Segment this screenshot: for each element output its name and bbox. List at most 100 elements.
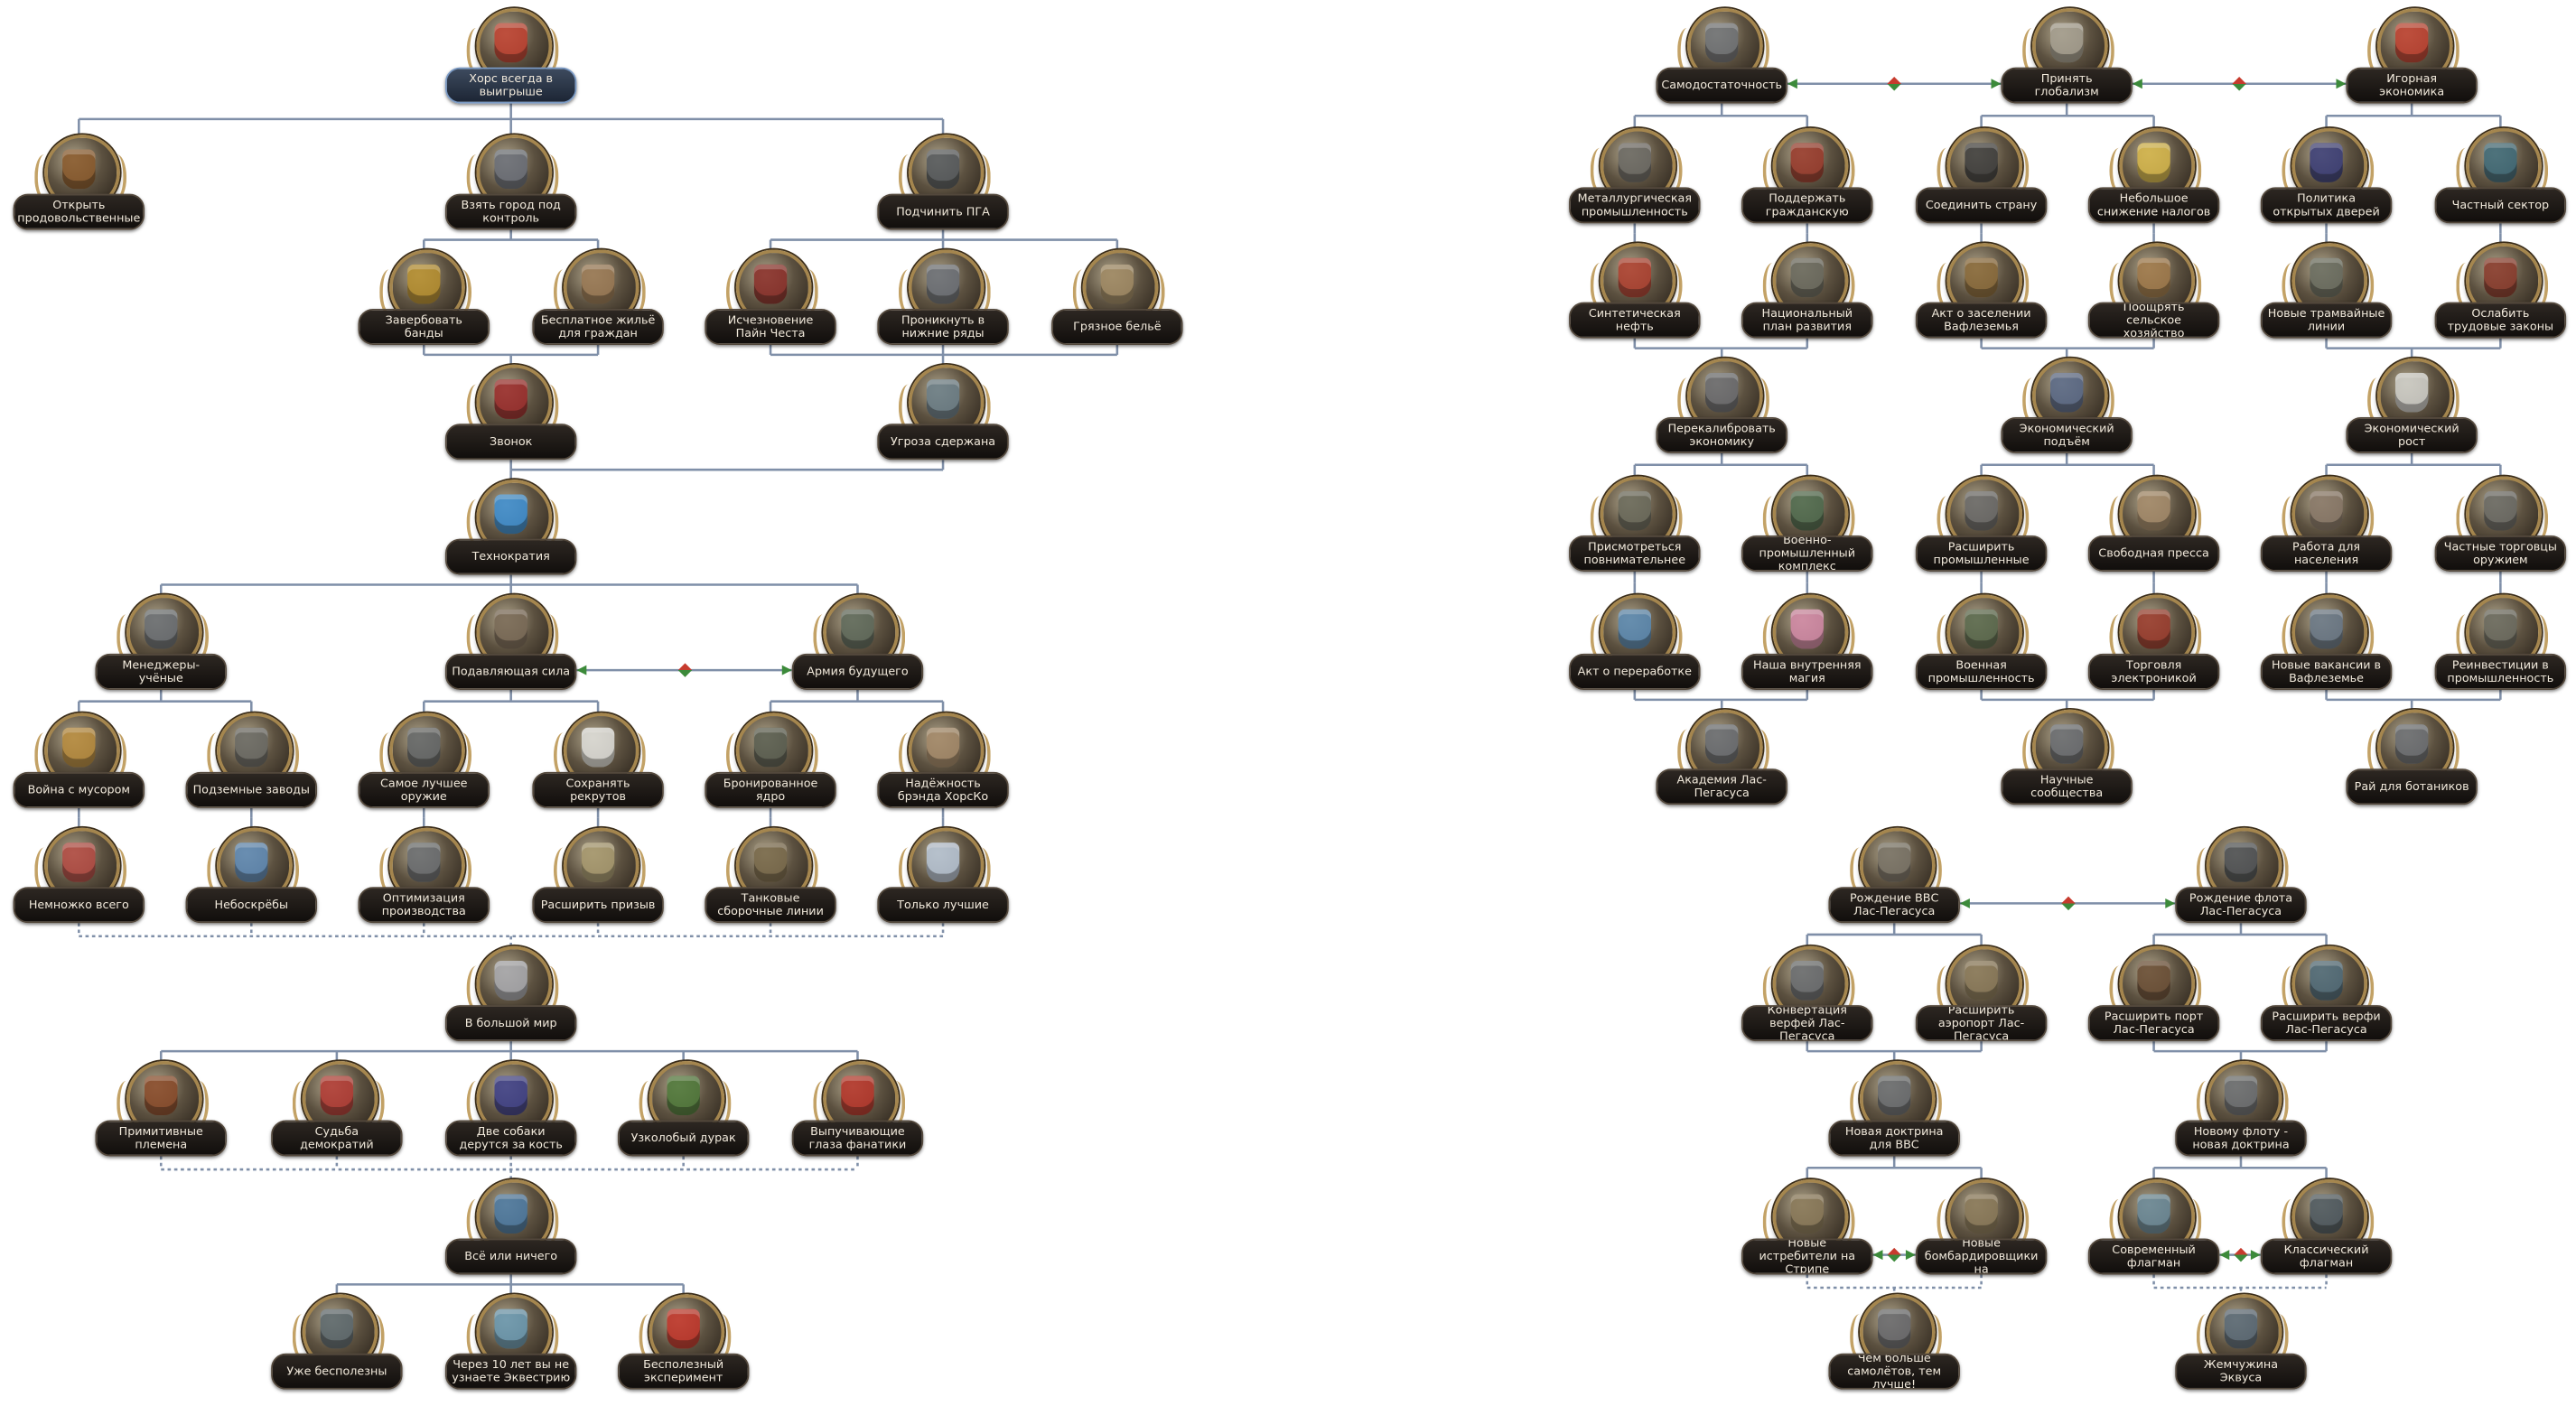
focus-recruit-gangs[interactable]: Завербовать банды: [345, 247, 503, 361]
focus-new-fighters[interactable]: Новые истребители на Стрипе: [1728, 1176, 1886, 1290]
focus-overwhelming-force[interactable]: Подавляющая сила: [432, 591, 590, 706]
focus-brand-reliability[interactable]: Надёжность брэнда ХорсКо: [864, 710, 1022, 824]
focus-bit-of-everything[interactable]: Немножко всего: [0, 824, 158, 939]
focus-tax-cuts[interactable]: Небольшое снижение налогов: [2075, 125, 2233, 239]
focus-look-closer[interactable]: Присмотреться повнимательнее: [1555, 473, 1713, 588]
focus-pearl-equus[interactable]: Жемчужина Эквуса: [2162, 1291, 2320, 1406]
focus-ten-years[interactable]: Через 10 лет вы не узнаете Эквестрию: [432, 1291, 590, 1406]
focus-two-dogs[interactable]: Две собаки дерутся за кость: [432, 1057, 590, 1172]
focus-tank-lines[interactable]: Танковые сборочные линии: [692, 824, 850, 939]
focus-processing-act[interactable]: Акт о переработке: [1555, 591, 1713, 706]
focus-rural-economy[interactable]: Поощрять сельское хозяйство: [2075, 240, 2233, 355]
focus-armored-core[interactable]: Бронированное ядро: [692, 710, 850, 824]
focus-science-societies[interactable]: Научные сообщества: [1988, 706, 2146, 821]
focus-airforce-birth[interactable]: Рождение ВВС Лас-Пегасуса: [1815, 824, 1974, 939]
focus-waffle-jobs[interactable]: Новые вакансии в Вафлеземье: [2247, 591, 2405, 706]
focus-reinvest[interactable]: Реинвестиции в промышленность: [2422, 591, 2576, 706]
focus-fate-democracy[interactable]: Судьба демократий: [258, 1057, 416, 1172]
focus-keep-recruits[interactable]: Сохранять рекрутов: [519, 710, 677, 824]
focus-more-planes[interactable]: Чем больше самолётов, тем лучше!: [1815, 1291, 1974, 1406]
focus-expand-draft[interactable]: Расширить призыв: [519, 824, 677, 939]
focus-subjugate-pga[interactable]: Подчинить ПГА: [864, 132, 1022, 247]
focus-bell[interactable]: Звонок: [432, 361, 590, 476]
focus-all-or-nothing[interactable]: Всё или ничего: [432, 1176, 590, 1290]
focus-work-population[interactable]: Работа для населения: [2247, 473, 2405, 588]
focus-technocracy[interactable]: Технократия: [432, 476, 590, 591]
focus-primitive-tribes[interactable]: Примитивные племена: [82, 1057, 240, 1172]
focus-recalibrate-economy[interactable]: Перекалибровать экономику: [1643, 355, 1801, 470]
focus-economic-growth[interactable]: Экономический рост: [2333, 355, 2491, 470]
focus-already-useless[interactable]: Уже бесполезны: [258, 1291, 416, 1406]
focus-label: Академия Лас-Пегасуса: [1656, 768, 1787, 805]
focus-only-best[interactable]: Только лучшие: [864, 824, 1022, 939]
focus-military-industry[interactable]: Военная промышленность: [1902, 591, 2060, 706]
focus-skyscrapers[interactable]: Небоскрёбы: [173, 824, 331, 939]
focus-label: Новая доктрина для ВВС: [1828, 1120, 1960, 1157]
focus-restraint-threat[interactable]: Угроза сдержана: [864, 361, 1022, 476]
focus-gambling-economy[interactable]: Игорная экономика: [2333, 5, 2491, 119]
focus-new-naval-doctrine[interactable]: Новому флоту - новая доктрина: [2162, 1057, 2320, 1172]
focus-useless-experiment[interactable]: Бесполезный эксперимент: [604, 1291, 762, 1406]
focus-lp-academy[interactable]: Академия Лас-Пегасуса: [1643, 706, 1801, 821]
focus-classic-flagship[interactable]: Классический флагман: [2247, 1176, 2405, 1290]
focus-new-bombers[interactable]: Новые бомбардировщики на: [1902, 1176, 2060, 1290]
focus-underground-factories[interactable]: Подземные заводы: [173, 710, 331, 824]
focus-war-trash[interactable]: Война с мусором: [0, 710, 158, 824]
focus-label: Исчезновение Пайн Честа: [705, 308, 836, 345]
focus-new-air-doctrine[interactable]: Новая доктрина для ВВС: [1815, 1057, 1974, 1172]
focus-inner-magic[interactable]: Наша внутренняя магия: [1728, 591, 1886, 706]
focus-expand-airport[interactable]: Расширить аэропорт Лас-Пегасуса: [1902, 943, 2060, 1057]
focus-modern-flagship[interactable]: Современный флагман: [2075, 1176, 2233, 1290]
focus-label: Грязное бельё: [1051, 308, 1183, 345]
focus-lower-ranks[interactable]: Проникнуть в нижние ряды: [864, 247, 1022, 361]
focus-expand-industry[interactable]: Расширить промышленные: [1902, 473, 2060, 588]
focus-label: Наша внутренняя магия: [1741, 653, 1873, 690]
focus-national-plan[interactable]: Национальный план развития: [1728, 240, 1886, 355]
focus-best-weapon[interactable]: Самое лучшее оружие: [345, 710, 503, 824]
focus-tram-lines[interactable]: Новые трамвайные линии: [2247, 240, 2405, 355]
focus-convert-docks[interactable]: Конвертация верфей Лас-Пегасуса: [1728, 943, 1886, 1057]
focus-hors-always-wins[interactable]: Хорс всегда в выигрыше: [432, 5, 590, 119]
focus-bulging-fanatics[interactable]: Выпучивающие глаза фанатики: [779, 1057, 937, 1172]
focus-electronics-trade[interactable]: Торговля электроникой: [2075, 591, 2233, 706]
focus-army-future[interactable]: Армия будущего: [779, 591, 937, 706]
focus-metallurgy[interactable]: Металлургическая промышленность: [1555, 125, 1713, 239]
focus-free-press[interactable]: Свободная пресса: [2075, 473, 2233, 588]
focus-globalism[interactable]: Принять глобализм: [1988, 5, 2146, 119]
focus-self-sufficiency[interactable]: Самодостаточность: [1643, 5, 1801, 119]
focus-label: Сохранять рекрутов: [532, 771, 664, 808]
focus-unite-country[interactable]: Соединить страну: [1902, 125, 2060, 239]
focus-bigger-world[interactable]: В большой мир: [432, 943, 590, 1057]
mutually-exclusive-icon: [1884, 77, 1904, 90]
focus-label: Бронированное ядро: [705, 771, 836, 808]
focus-scientist-managers[interactable]: Менеджеры-учёные: [82, 591, 240, 706]
mutually-exclusive-icon: [2058, 897, 2077, 910]
focus-support-civil[interactable]: Поддержать гражданскую: [1728, 125, 1886, 239]
focus-pine-chest[interactable]: Исчезновение Пайн Честа: [692, 247, 850, 361]
focus-label: Самодостаточность: [1656, 67, 1787, 104]
focus-labor-laws[interactable]: Ослабить трудовые законы: [2422, 240, 2576, 355]
focus-private-arms[interactable]: Частные торговцы оружием: [2422, 473, 2576, 588]
focus-navy-birth[interactable]: Рождение флота Лас-Пегасуса: [2162, 824, 2320, 939]
focus-label: Расширить верфи Лас-Пегасуса: [2260, 1005, 2393, 1042]
focus-expand-shipyards[interactable]: Расширить верфи Лас-Пегасуса: [2247, 943, 2405, 1057]
focus-expand-port[interactable]: Расширить порт Лас-Пегасуса: [2075, 943, 2233, 1057]
mutex-arrow-icon: [1991, 79, 2002, 89]
focus-label: Судьба демократий: [271, 1120, 403, 1157]
focus-free-housing[interactable]: Бесплатное жильё для граждан: [519, 247, 677, 361]
focus-take-city[interactable]: Взять город под контроль: [432, 132, 590, 247]
focus-waffle-settlement[interactable]: Акт о заселении Вафлеземья: [1902, 240, 2060, 355]
focus-open-doors[interactable]: Политика открытых дверей: [2247, 125, 2405, 239]
focus-label: Чем больше самолётов, тем лучше!: [1828, 1353, 1960, 1390]
focus-economic-rise[interactable]: Экономический подъём: [1988, 355, 2146, 470]
focus-narrow-fool[interactable]: Узколобый дурак: [604, 1057, 762, 1172]
focus-dirty-laundry[interactable]: Грязное бельё: [1039, 247, 1197, 361]
focus-private-sector[interactable]: Частный сектор: [2422, 125, 2576, 239]
focus-military-complex[interactable]: Военно-промышленный комплекс: [1728, 473, 1886, 588]
focus-botanist-paradise[interactable]: Рай для ботаников: [2333, 706, 2491, 821]
focus-synthetic-oil[interactable]: Синтетическая нефть: [1555, 240, 1713, 355]
focus-label: Новые трамвайные линии: [2260, 302, 2393, 339]
focus-production-opt[interactable]: Оптимизация производства: [345, 824, 503, 939]
focus-open-food[interactable]: Открыть продовольственные: [0, 132, 158, 247]
